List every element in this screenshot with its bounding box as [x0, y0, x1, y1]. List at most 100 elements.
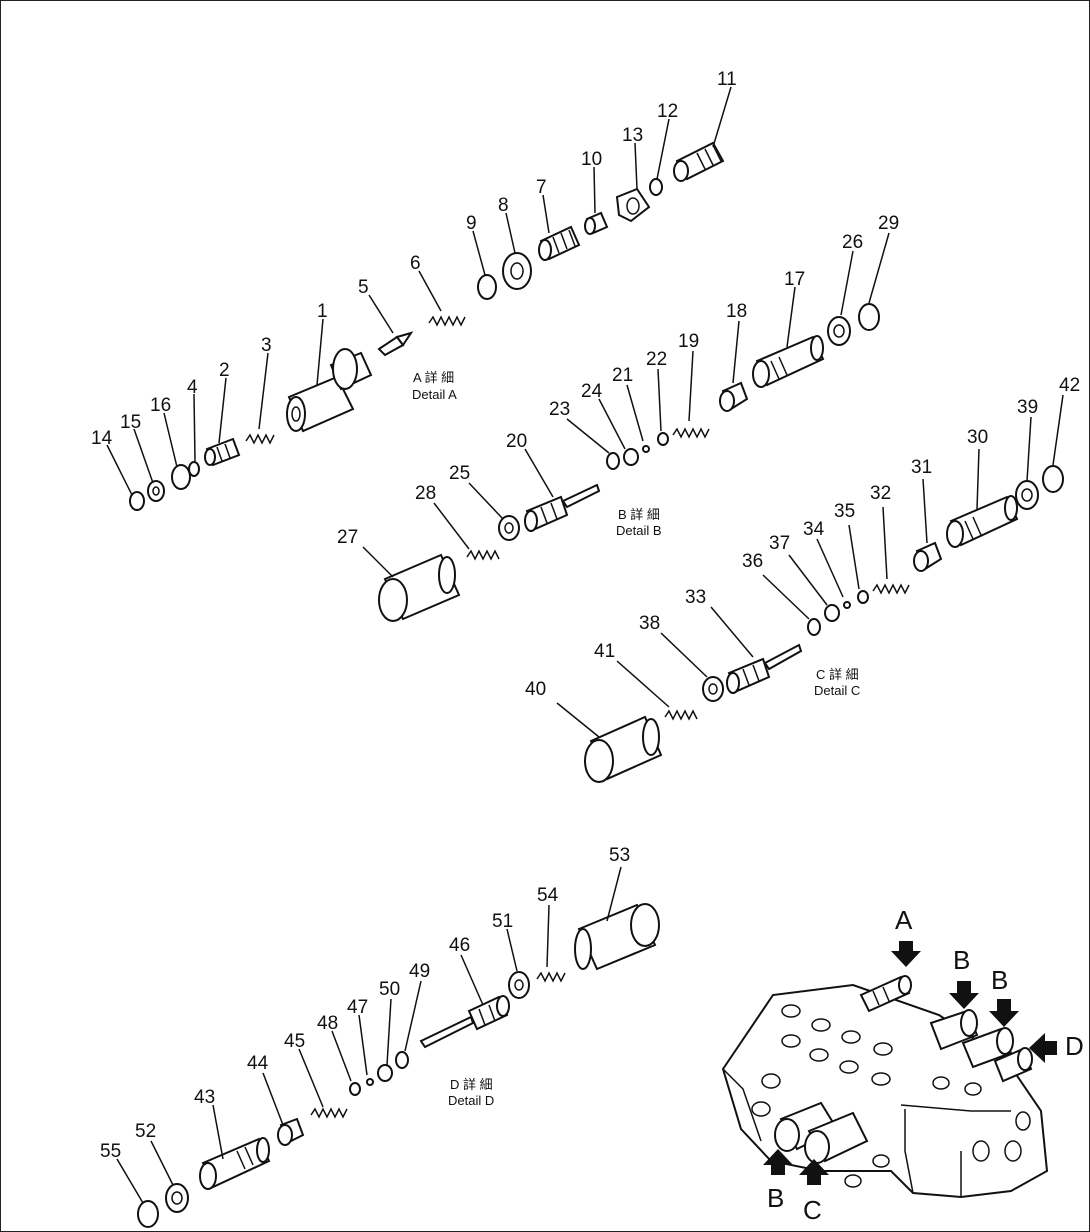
part-25 [498, 515, 520, 541]
callout-16: 16 [150, 395, 171, 416]
detail-a-leaders [106, 86, 732, 496]
part-18 [719, 381, 749, 412]
part-32 [872, 583, 910, 595]
part-42 [1042, 465, 1064, 493]
part-16 [171, 464, 191, 490]
callout-18: 18 [726, 301, 747, 322]
callout-45: 45 [284, 1031, 305, 1052]
detail-b-leaders [362, 232, 890, 578]
part-21 [642, 445, 650, 453]
callout-6: 6 [410, 253, 421, 274]
part-3 [245, 433, 275, 445]
part-13 [615, 187, 651, 223]
arrow-down-icon [949, 981, 979, 1009]
part-51 [508, 971, 530, 999]
part-10 [584, 211, 609, 235]
detail-a-parts [129, 141, 725, 511]
part-52 [165, 1183, 189, 1213]
callout-38: 38 [639, 613, 660, 634]
callout-12: 12 [657, 101, 678, 122]
callout-3: 3 [261, 335, 272, 356]
part-39 [1015, 480, 1039, 510]
part-28 [466, 549, 500, 561]
callout-41: 41 [594, 641, 615, 662]
assembly-letter-b3: B [767, 1183, 784, 1213]
part-43 [199, 1137, 271, 1190]
callout-15: 15 [120, 412, 141, 433]
part-27 [378, 553, 461, 622]
part-8 [502, 252, 532, 290]
part-1 [286, 348, 373, 433]
callout-31: 31 [911, 457, 932, 478]
part-54 [536, 971, 566, 983]
callout-46: 46 [449, 935, 470, 956]
arrow-left-icon [1029, 1033, 1057, 1063]
callout-24: 24 [581, 381, 603, 402]
part-34 [843, 601, 851, 609]
detail-c-kanji: C 詳 細 [816, 667, 859, 682]
part-12 [649, 178, 663, 196]
callout-49: 49 [409, 961, 430, 982]
part-6 [428, 315, 466, 327]
callout-43: 43 [194, 1087, 215, 1108]
callout-48: 48 [317, 1013, 338, 1034]
part-19 [672, 427, 710, 439]
callout-27: 27 [337, 527, 358, 548]
callout-1: 1 [317, 301, 328, 322]
part-44 [277, 1117, 305, 1146]
part-23 [606, 452, 620, 470]
part-33 [726, 643, 803, 694]
callout-labels: 14 15 16 4 2 3 1 5 6 9 8 7 10 13 12 11 2… [91, 69, 1080, 1162]
part-53 [574, 903, 660, 971]
detail-c-parts [584, 465, 1064, 783]
part-15 [147, 480, 165, 502]
callout-33: 33 [685, 587, 706, 608]
arrow-up-icon [799, 1159, 829, 1185]
detail-d-parts [137, 903, 660, 1228]
assembly-port-b-c-plugs [774, 1101, 869, 1164]
detail-a-kanji: A 詳 細 [413, 370, 454, 385]
callout-53: 53 [609, 845, 630, 866]
assembly-view: A B B D B C [721, 905, 1084, 1225]
block-holes [751, 1004, 1031, 1188]
detail-a-label: Detail A [412, 387, 457, 402]
callout-13: 13 [622, 125, 643, 146]
assembly-port-a-valve [859, 975, 912, 1013]
detail-b-parts [378, 303, 880, 622]
part-41 [664, 709, 698, 721]
callout-34: 34 [803, 519, 825, 540]
detail-d-kanji: D 詳 細 [450, 1077, 493, 1092]
callout-17: 17 [784, 269, 805, 290]
detail-b-kanji: B 詳 細 [618, 507, 660, 522]
callout-22: 22 [646, 349, 667, 370]
part-36 [807, 618, 821, 636]
part-37 [824, 604, 840, 622]
part-2 [204, 437, 241, 467]
callout-7: 7 [536, 177, 547, 198]
part-17 [752, 335, 825, 388]
callout-25: 25 [449, 463, 470, 484]
assembly-letter-a: A [895, 905, 913, 935]
callout-2: 2 [219, 360, 230, 381]
part-22 [657, 432, 669, 446]
part-40 [584, 715, 663, 783]
assembly-letter-b2: B [991, 965, 1008, 995]
assembly-arrows [763, 941, 1057, 1185]
callout-42: 42 [1059, 375, 1080, 396]
detail-b-label: Detail B [616, 523, 662, 538]
callout-55: 55 [100, 1141, 121, 1162]
assembly-port-b-d-valves [929, 1009, 1033, 1083]
part-30 [946, 495, 1019, 548]
assembly-letter-b1: B [953, 945, 970, 975]
callout-4: 4 [187, 377, 198, 398]
part-55 [137, 1200, 159, 1228]
part-20 [524, 483, 601, 532]
callout-11: 11 [717, 69, 737, 90]
part-46 [419, 995, 510, 1049]
detail-d-label: Detail D [448, 1093, 494, 1108]
callout-20: 20 [506, 431, 527, 452]
part-31 [913, 541, 943, 572]
part-45 [310, 1107, 348, 1119]
callout-9: 9 [466, 213, 477, 234]
